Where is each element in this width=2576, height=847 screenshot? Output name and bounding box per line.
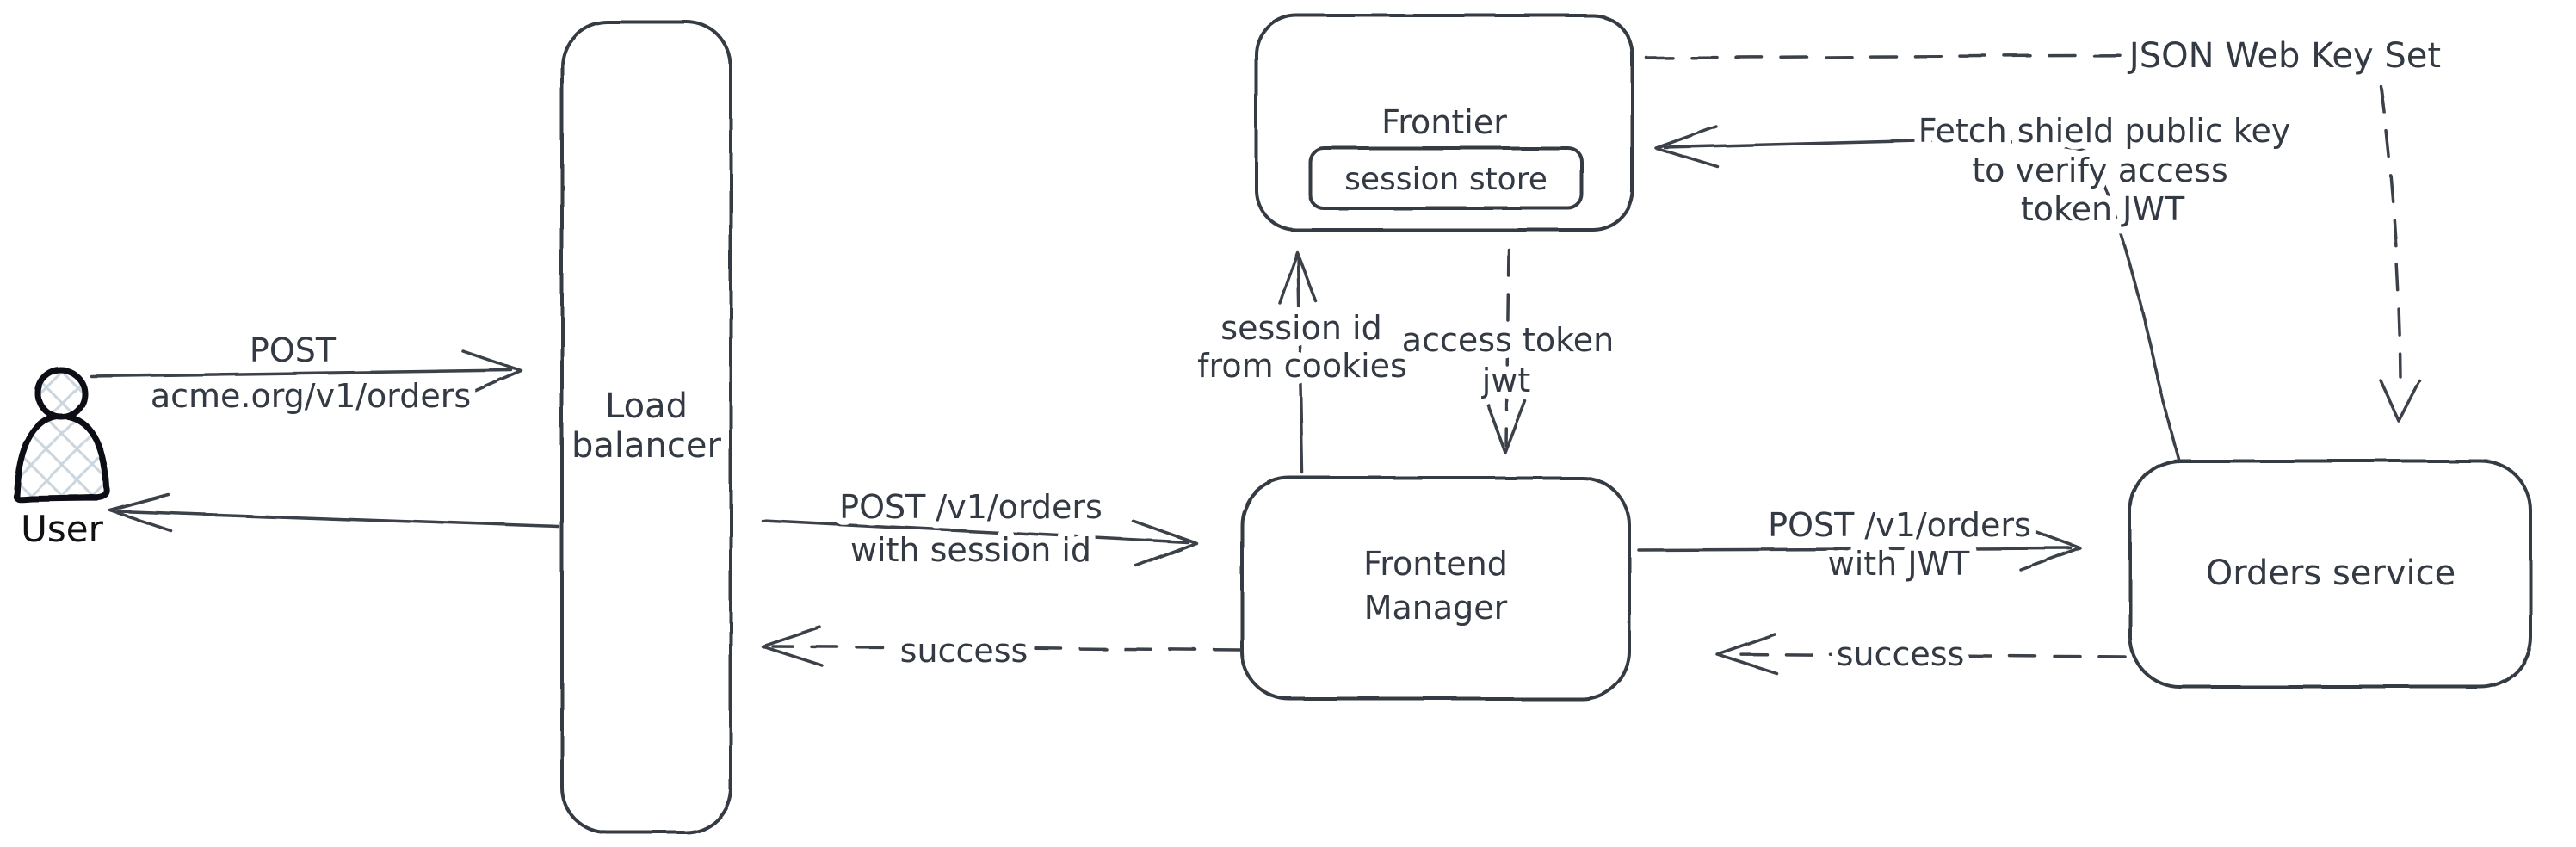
edge-lb-to-user [108,493,560,532]
edge-fm-to-lb [761,626,1242,667]
edge-label-session-id-line1: session id [1220,309,1381,347]
edge-fm-to-frontier [1278,250,1318,474]
edge-label-access-token-line2: jwt [1481,362,1531,399]
user-head [34,367,88,420]
edge-label-post-session-line2: with session id [850,531,1091,569]
frontend-manager-label-line1: Frontend [1363,545,1508,583]
frontier-label: Frontier [1381,103,1507,141]
edge-label-fetch-key-line2: to verify access [1972,151,2228,189]
edge-label-post-jwt-line1: POST /v1/orders [1768,506,2031,544]
load-balancer-label-line1: Load [605,386,688,426]
edge-label-fetch-key-line1: Fetch shield public key [1918,112,2291,150]
edge-label-post-acme-line2: acme.org/v1/orders [151,377,471,415]
orders-service-label: Orders service [2206,553,2456,593]
orders-service-box [2128,459,2532,689]
edge-label-success-left: success [900,632,1029,670]
jwks-label: JSON Web Key Set [2127,36,2441,76]
edge-lb-to-fm [761,519,1198,567]
load-balancer-label-line2: balancer [571,426,721,466]
edge-orders-to-frontier [1654,125,2180,461]
edge-label-fetch-key-line3: token JWT [2021,190,2185,228]
edge-user-to-lb [90,349,523,397]
frontend-manager-box [1240,476,1631,701]
edge-label-post-acme-line1: POST [250,331,337,369]
user-node [13,367,111,503]
load-balancer-box [560,20,732,834]
edge-frontier-to-jwks [1645,53,2155,59]
user-label: User [21,508,103,550]
edge-frontier-to-fm [1486,248,1527,454]
session-store-box [1308,146,1584,210]
edge-label-session-id-line2: from cookies [1197,347,1407,385]
edge-fm-to-orders [1637,524,2082,572]
edge-label-access-token-line1: access token [1402,321,1614,359]
edge-label-post-jwt-line2: with JWT [1828,545,1970,583]
edge-label-success-right: success [1837,635,1965,673]
frontend-manager-label-line2: Manager [1364,589,1508,627]
edge-orders-to-fm [1715,633,2127,675]
edge-jwks-to-orders [2379,84,2422,424]
session-store-label: session store [1344,162,1547,197]
user-body [13,412,111,503]
edge-label-post-session-line1: POST /v1/orders [839,488,1103,526]
